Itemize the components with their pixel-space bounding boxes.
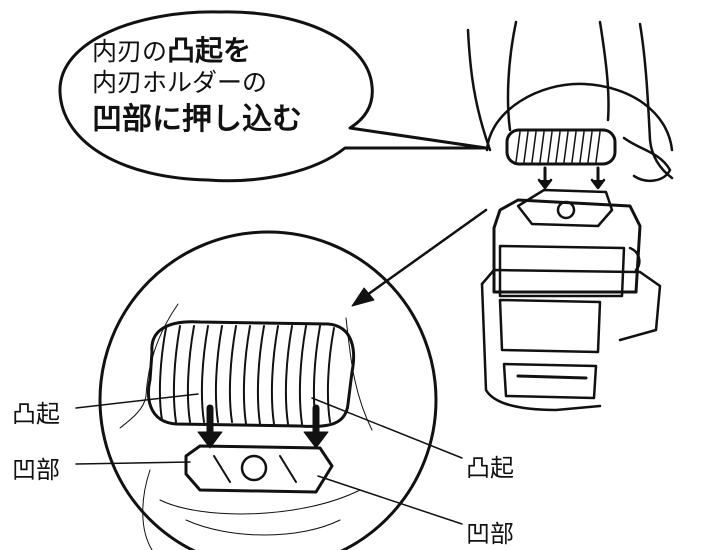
label-right-recess: 凹部: [466, 520, 514, 548]
bubble-line-3: 凹部に押し込む: [92, 101, 302, 137]
bubble-line-1-emphasis: 凸起を: [167, 34, 252, 67]
bubble-line-1: 内刃の凸起を: [92, 34, 342, 68]
label-right-protrusion: 凸起: [466, 454, 514, 482]
speech-bubble-shape: [58, 10, 488, 183]
shaver-illustration: [466, 20, 674, 412]
label-left-recess: 凹部: [12, 456, 60, 484]
speech-bubble-text: 内刃の凸起を 内刃ホルダーの 凹部に押し込む: [92, 34, 342, 138]
bubble-line-2: 内刃ホルダーの: [92, 67, 268, 97]
bubble-line-1-prefix: 内刃の: [92, 37, 168, 66]
zoom-arrow: [351, 208, 488, 307]
zoomed-detail: [98, 230, 438, 550]
callout-leaders: [75, 393, 463, 525]
label-left-protrusion: 凸起: [12, 400, 60, 428]
